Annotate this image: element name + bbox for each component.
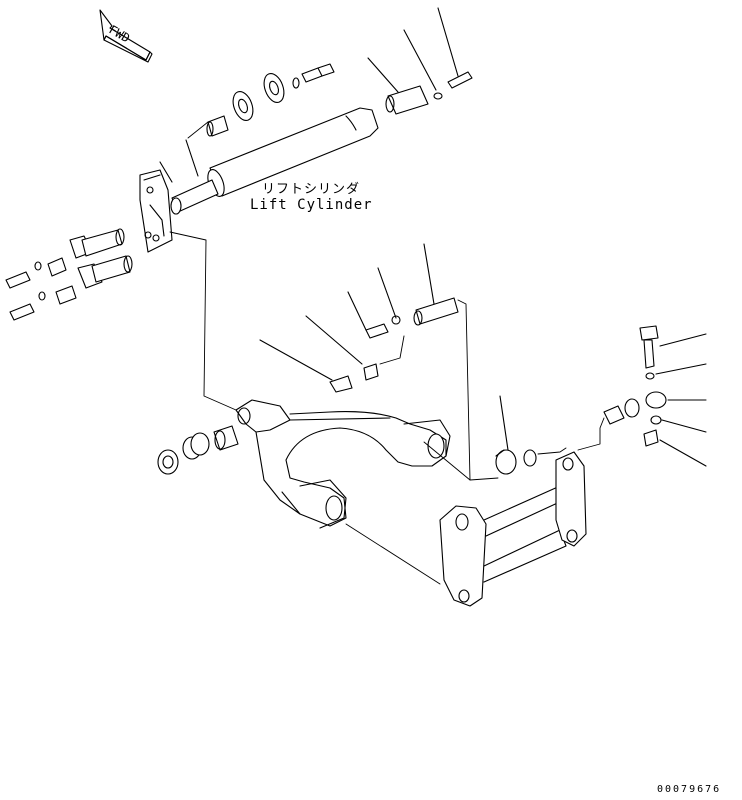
snap-ring-parts (495, 395, 640, 475)
bushing-parts (206, 63, 335, 137)
cylinder-bracket-part (139, 169, 173, 253)
lift-cylinder-label-en: Lift Cylinder (250, 197, 373, 213)
spacer-parts (157, 425, 239, 475)
cylinder-pin-part (367, 7, 473, 115)
grease-fitting-parts (259, 243, 459, 393)
drawing-number: 00079676 (657, 784, 722, 795)
lift-cylinder-part (159, 107, 379, 215)
right-bolt-parts (639, 325, 707, 467)
lift-cylinder-label-jp: リフトシリンダ (262, 182, 361, 197)
lift-arm-part (235, 399, 451, 529)
left-pin-parts (5, 228, 133, 321)
fwd-arrow-icon: FWD (99, 9, 153, 63)
pivot-frame-part (439, 451, 587, 607)
leader-lines (169, 121, 605, 585)
